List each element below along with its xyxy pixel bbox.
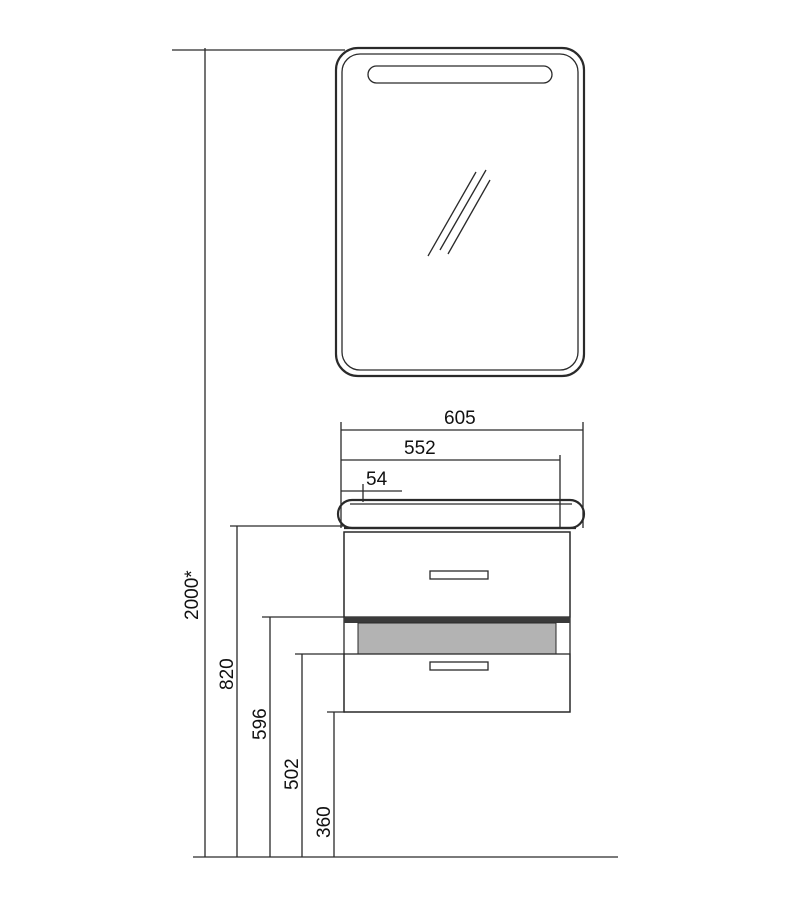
dim-bottom-height: 360 — [314, 711, 345, 857]
countertop — [336, 498, 586, 530]
dim-upper-drawer: 596 — [250, 616, 345, 857]
mirror — [334, 46, 586, 378]
dim-offset: 54 — [341, 469, 402, 502]
mirror-light-strip — [367, 65, 553, 84]
drawer-recess — [357, 622, 557, 655]
cabinet-body — [343, 526, 576, 713]
dim-total-height: 2000* — [172, 48, 345, 857]
dim-offset-label: 54 — [366, 469, 388, 490]
dim-lower-drawer-top: 502 — [282, 653, 345, 857]
dim-upper-drawer-label: 596 — [250, 708, 271, 740]
upper-drawer-handle — [429, 570, 489, 580]
dim-inner-width: 552 — [341, 438, 561, 528]
dim-bottom-height-label: 360 — [314, 806, 335, 838]
lower-drawer-handle — [429, 661, 489, 671]
dim-total-height-label: 2000* — [182, 570, 203, 620]
dim-lower-drawer-top-label: 502 — [282, 758, 303, 790]
dim-top-height: 820 — [217, 525, 345, 857]
lower-drawer — [343, 653, 571, 713]
dim-overall-width: 605 — [340, 408, 584, 528]
dim-top-height-label: 820 — [217, 658, 238, 690]
mirror-reflection-mark — [427, 171, 477, 257]
drawer-gap-shadow — [344, 617, 570, 623]
dim-overall-width-label: 605 — [444, 408, 476, 429]
upper-drawer — [343, 531, 571, 618]
dim-inner-width-label: 552 — [404, 438, 436, 459]
